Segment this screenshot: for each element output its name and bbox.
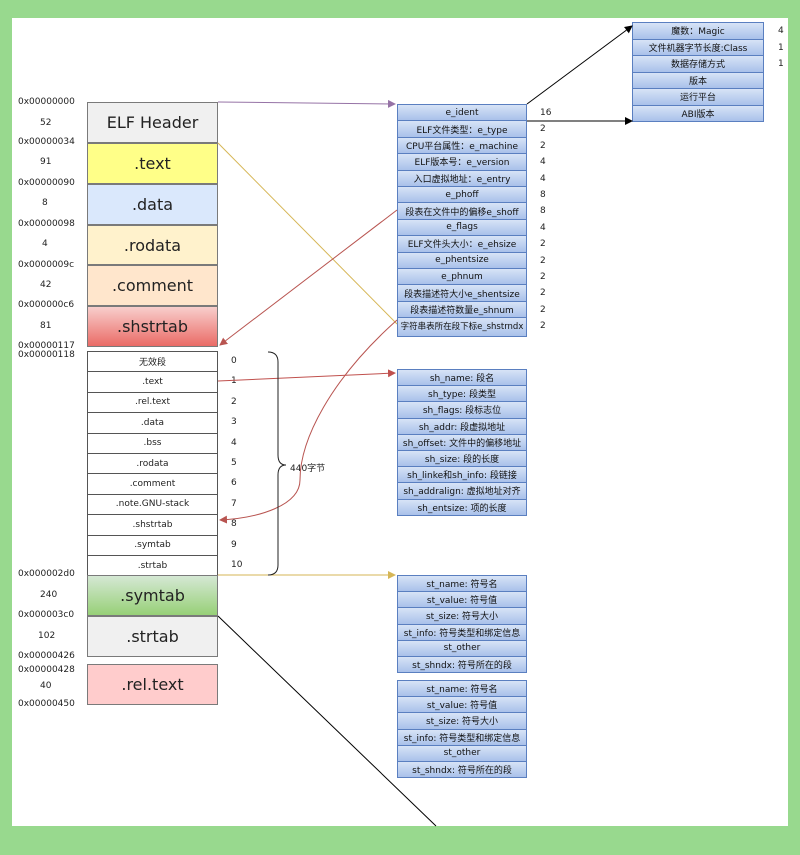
address-label: 240 <box>40 590 58 600</box>
field-size-label: 2 <box>540 124 546 135</box>
section-index-label: 4 <box>231 437 237 448</box>
section-index-label: 9 <box>231 539 237 550</box>
section-index-label: 1 <box>231 376 237 387</box>
address-label: 0x00000098 <box>18 219 75 229</box>
address-label: 102 <box>38 631 56 641</box>
strtab-section-label: .strtab <box>126 627 179 646</box>
field-row: ABI版本 <box>632 104 764 122</box>
address-label: 40 <box>40 681 52 691</box>
field-row: sh_entsize: 项的长度 <box>397 498 527 516</box>
address-label: 42 <box>40 280 52 290</box>
address-label: 0x00000034 <box>18 137 75 147</box>
field-size-label: 1 <box>778 59 784 69</box>
address-label: 0x000003c0 <box>18 610 75 620</box>
address-label: 0x000000c6 <box>18 300 75 310</box>
address-label: 52 <box>40 118 52 128</box>
reltext-section-block: .rel.text <box>87 664 218 705</box>
arrow-shoff-to-shstrtab <box>219 209 398 346</box>
section-index-label: 2 <box>231 396 237 407</box>
arrow-eident-top <box>526 25 633 105</box>
section-index-label: 10 <box>231 560 243 570</box>
field-size-label: 2 <box>540 255 546 266</box>
section-index-label: 8 <box>231 519 237 530</box>
section-index-label: 7 <box>231 498 237 509</box>
section-index-label: 5 <box>231 458 237 468</box>
field-size-label: 2 <box>540 140 546 151</box>
reltext-section-label: .rel.text <box>121 675 184 694</box>
field-size-label: 2 <box>540 288 546 299</box>
field-size-label: 2 <box>540 239 546 250</box>
field-size-label: 1 <box>778 42 784 53</box>
comment-section-label: .comment <box>111 276 194 295</box>
address-label: 0x00000090 <box>18 178 75 188</box>
address-label: 0x0000009c <box>18 260 75 270</box>
arrow-text-row-to-sh-fields <box>217 369 396 382</box>
field-size-label: 4 <box>540 157 546 168</box>
elf-header-block: ELF Header <box>87 102 218 143</box>
arrow-elfheader-to-fields <box>217 99 396 108</box>
line-text-to-shstrndx <box>217 142 398 325</box>
brace-section-table <box>267 351 287 576</box>
shstrtab-section-block: .shstrtab <box>87 306 218 347</box>
field-size-label: 2 <box>540 304 546 315</box>
section-index-label: 0 <box>231 356 237 366</box>
data-section-label: .data <box>131 195 174 214</box>
field-size-label: 16 <box>540 108 552 118</box>
address-label: 0x00000450 <box>18 699 75 709</box>
data-section-block: .data <box>87 184 218 225</box>
line-strtab-to-bottom <box>217 615 437 827</box>
brace-size-label: 440字节 <box>290 464 326 474</box>
field-size-label: 2 <box>540 272 546 282</box>
symtab-section-label: .symtab <box>120 586 185 605</box>
address-label: 0x00000000 <box>18 97 75 107</box>
field-size-label: 2 <box>540 321 546 332</box>
address-label: 0x00000426 <box>18 651 75 661</box>
field-row: st_shndx: 符号所在的段 <box>397 761 527 779</box>
address-label: 81 <box>40 321 52 331</box>
field-size-label: 4 <box>540 222 546 233</box>
shstrtab-section-label: .shstrtab <box>117 317 188 336</box>
address-label: 8 <box>42 198 48 208</box>
rodata-section-block: .rodata <box>87 225 218 265</box>
symtab-section-block: .symtab <box>87 575 218 616</box>
field-size-label: 8 <box>540 190 546 200</box>
elf-header-label: ELF Header <box>106 113 199 132</box>
field-size-label: 4 <box>778 26 784 36</box>
field-size-label: 8 <box>540 206 546 217</box>
arrow-shstrndx-to-shstrtab-row <box>219 319 398 524</box>
field-row: st_shndx: 符号所在的段 <box>397 656 527 674</box>
address-label: 91 <box>40 157 52 167</box>
comment-section-block: .comment <box>87 265 218 306</box>
section-index-label: 3 <box>231 417 237 428</box>
address-label: 0x00000117 <box>18 341 75 351</box>
address-label: 4 <box>42 239 48 249</box>
strtab-section-block: .strtab <box>87 616 218 657</box>
section-index-label: 6 <box>231 478 237 489</box>
rodata-section-label: .rodata <box>123 235 182 255</box>
text-section-label: .text <box>134 154 171 173</box>
address-label: 0x000002d0 <box>18 569 75 579</box>
field-row: 字符串表所在段下标e_shstrndx <box>397 317 527 338</box>
text-section-block: .text <box>87 143 218 184</box>
address-label: 0x00000428 <box>18 665 75 675</box>
field-size-label: 4 <box>540 173 546 184</box>
address-label: 0x00000118 <box>18 350 75 360</box>
